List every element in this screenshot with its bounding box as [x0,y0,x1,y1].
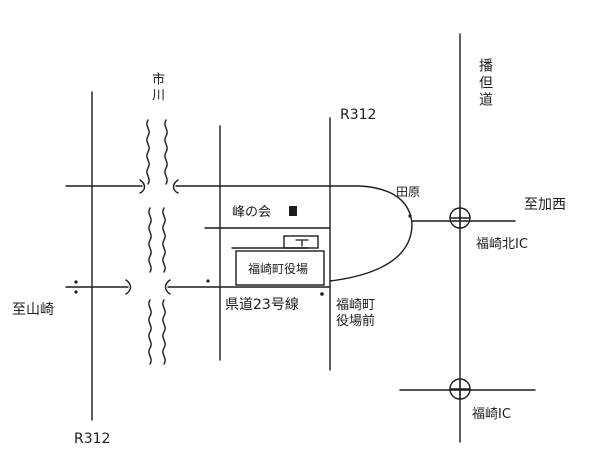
bridge-upper [139,179,179,194]
road-dot-1 [206,279,210,283]
mine-no-kai-label: 峰の会 [232,205,272,220]
tahara-label: 田原 [396,185,421,199]
route-312-bottom-label: R312 [74,431,111,447]
road-dot-4 [408,214,412,218]
river-label: 市川 [149,72,164,104]
bridge-lower [125,279,171,295]
town-office-building [235,250,325,286]
river-wave-left [146,119,152,365]
road-dot-3 [74,290,78,294]
bus-stop-dot [320,292,324,296]
ic-south-label: 福崎IC [472,407,511,422]
prefectural-road-label: 県道23号線 [225,297,299,313]
highway-label: 播但道 [477,58,493,109]
to-yamasaki-label: 至山崎 [12,302,54,318]
post-office-box [283,235,319,249]
route-312-top-label: R312 [340,107,377,123]
ic-north-label: 福崎北IC [476,237,528,252]
town-office-label: 福崎町役場 [248,262,309,276]
to-kasai-label: 至加西 [524,197,566,213]
mine-no-kai-marker [289,206,297,216]
road-dot-2 [74,280,78,284]
road-upper-main [65,185,413,282]
river-wave-right [162,119,168,365]
post-office-symbol [295,239,309,247]
bus-stop-label: 福崎町役場前 [336,298,376,329]
